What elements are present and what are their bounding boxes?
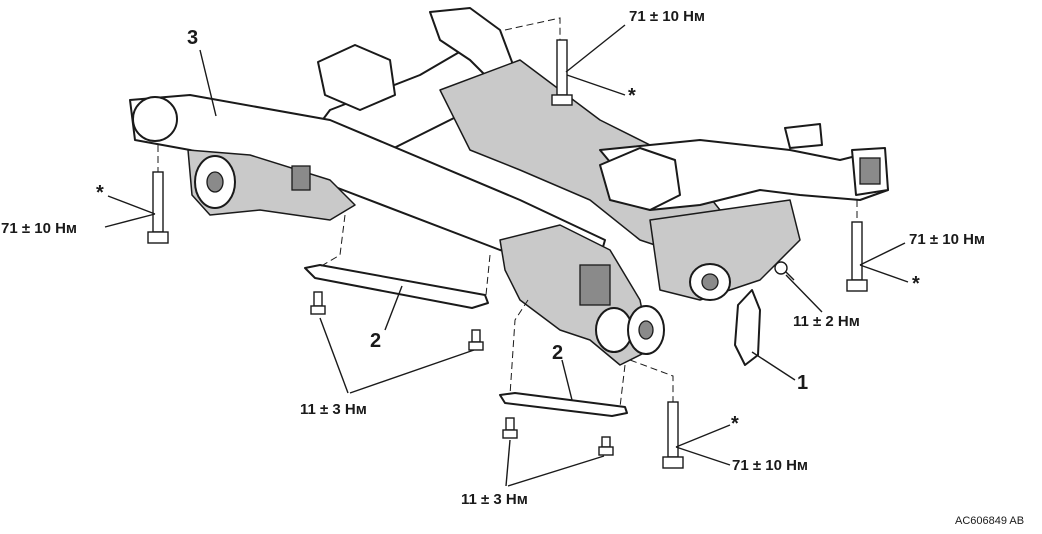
torque-label-bottom: 71 ± 10 Нм	[732, 457, 809, 474]
align-brace-left-a	[317, 214, 346, 269]
leader-top-torque	[565, 24, 626, 73]
rear-mount-bracket-left	[317, 44, 396, 111]
torque-label-top: 71 ± 10 Нм	[629, 8, 706, 25]
right-member-opening	[859, 157, 881, 185]
leader-bracket-torque	[785, 274, 823, 313]
leader-bottom-star	[675, 424, 731, 448]
align-bottom	[629, 359, 674, 402]
align-brace-bottom	[509, 299, 529, 396]
reference-code: AC606849 AB	[955, 515, 1025, 527]
leader-top-star	[566, 74, 626, 96]
callout-2-left: 2	[370, 330, 382, 352]
center-mount-bracket	[599, 147, 681, 211]
asterisk-bottom: *	[731, 413, 739, 435]
bracket-part-1	[734, 289, 761, 366]
front-bushing-a	[595, 307, 633, 353]
leader-callout-1	[751, 351, 796, 381]
leader-bottom-torque	[675, 446, 731, 466]
leader-brace-left-b	[349, 349, 475, 394]
callout-1: 1	[797, 372, 809, 394]
torque-label-left: 71 ± 10 Нм	[1, 220, 78, 237]
front-bushing-core	[638, 320, 654, 340]
torque-label-brace-left: 11 ± 3 Нм	[300, 401, 367, 418]
bolt-bracket	[774, 261, 795, 281]
align-top	[504, 17, 561, 40]
asterisk-right: *	[912, 273, 920, 295]
bolt-brace-left-a	[310, 291, 326, 315]
asterisk-top: *	[628, 85, 636, 107]
brace-left	[304, 264, 489, 309]
callout-3: 3	[187, 27, 199, 49]
leader-right-torque	[859, 242, 906, 266]
align-brace-left-b	[485, 254, 491, 296]
align-brace-bottom-b	[619, 364, 626, 408]
leader-callout-2-left	[384, 285, 403, 331]
leader-left-star	[107, 195, 156, 215]
bolt-brace-left-b	[468, 329, 484, 351]
bolt-brace-bottom-b	[598, 436, 614, 456]
leader-callout-2-bottom	[561, 359, 573, 401]
leader-brace-bottom-b	[507, 455, 605, 487]
leader-brace-bottom-a	[505, 439, 511, 487]
bolt-left	[147, 171, 169, 244]
right-bushing-core	[701, 273, 719, 291]
bolt-right	[846, 221, 868, 292]
front-bracket-opening	[579, 264, 611, 306]
leader-callout-3	[199, 49, 217, 117]
bolt-bottom	[662, 401, 684, 469]
torque-label-bracket: 11 ± 2 Нм	[793, 313, 860, 330]
bolt-brace-bottom-a	[502, 417, 518, 439]
leader-right-star	[859, 264, 909, 283]
torque-label-brace-bottom: 11 ± 3 Нм	[461, 491, 528, 508]
bolt-top	[551, 39, 573, 106]
left-mount-slot	[291, 165, 311, 191]
brace-bottom	[499, 392, 628, 417]
left-bushing-core	[206, 171, 224, 193]
tube-end-left	[132, 96, 178, 142]
right-lower-arm-mount	[649, 199, 801, 301]
leader-left-torque	[104, 213, 156, 228]
leader-brace-left-a	[319, 317, 349, 394]
asterisk-left: *	[96, 182, 104, 204]
right-top-tab	[784, 123, 823, 149]
torque-label-right: 71 ± 10 Нм	[909, 231, 986, 248]
callout-2-bottom: 2	[552, 342, 564, 364]
